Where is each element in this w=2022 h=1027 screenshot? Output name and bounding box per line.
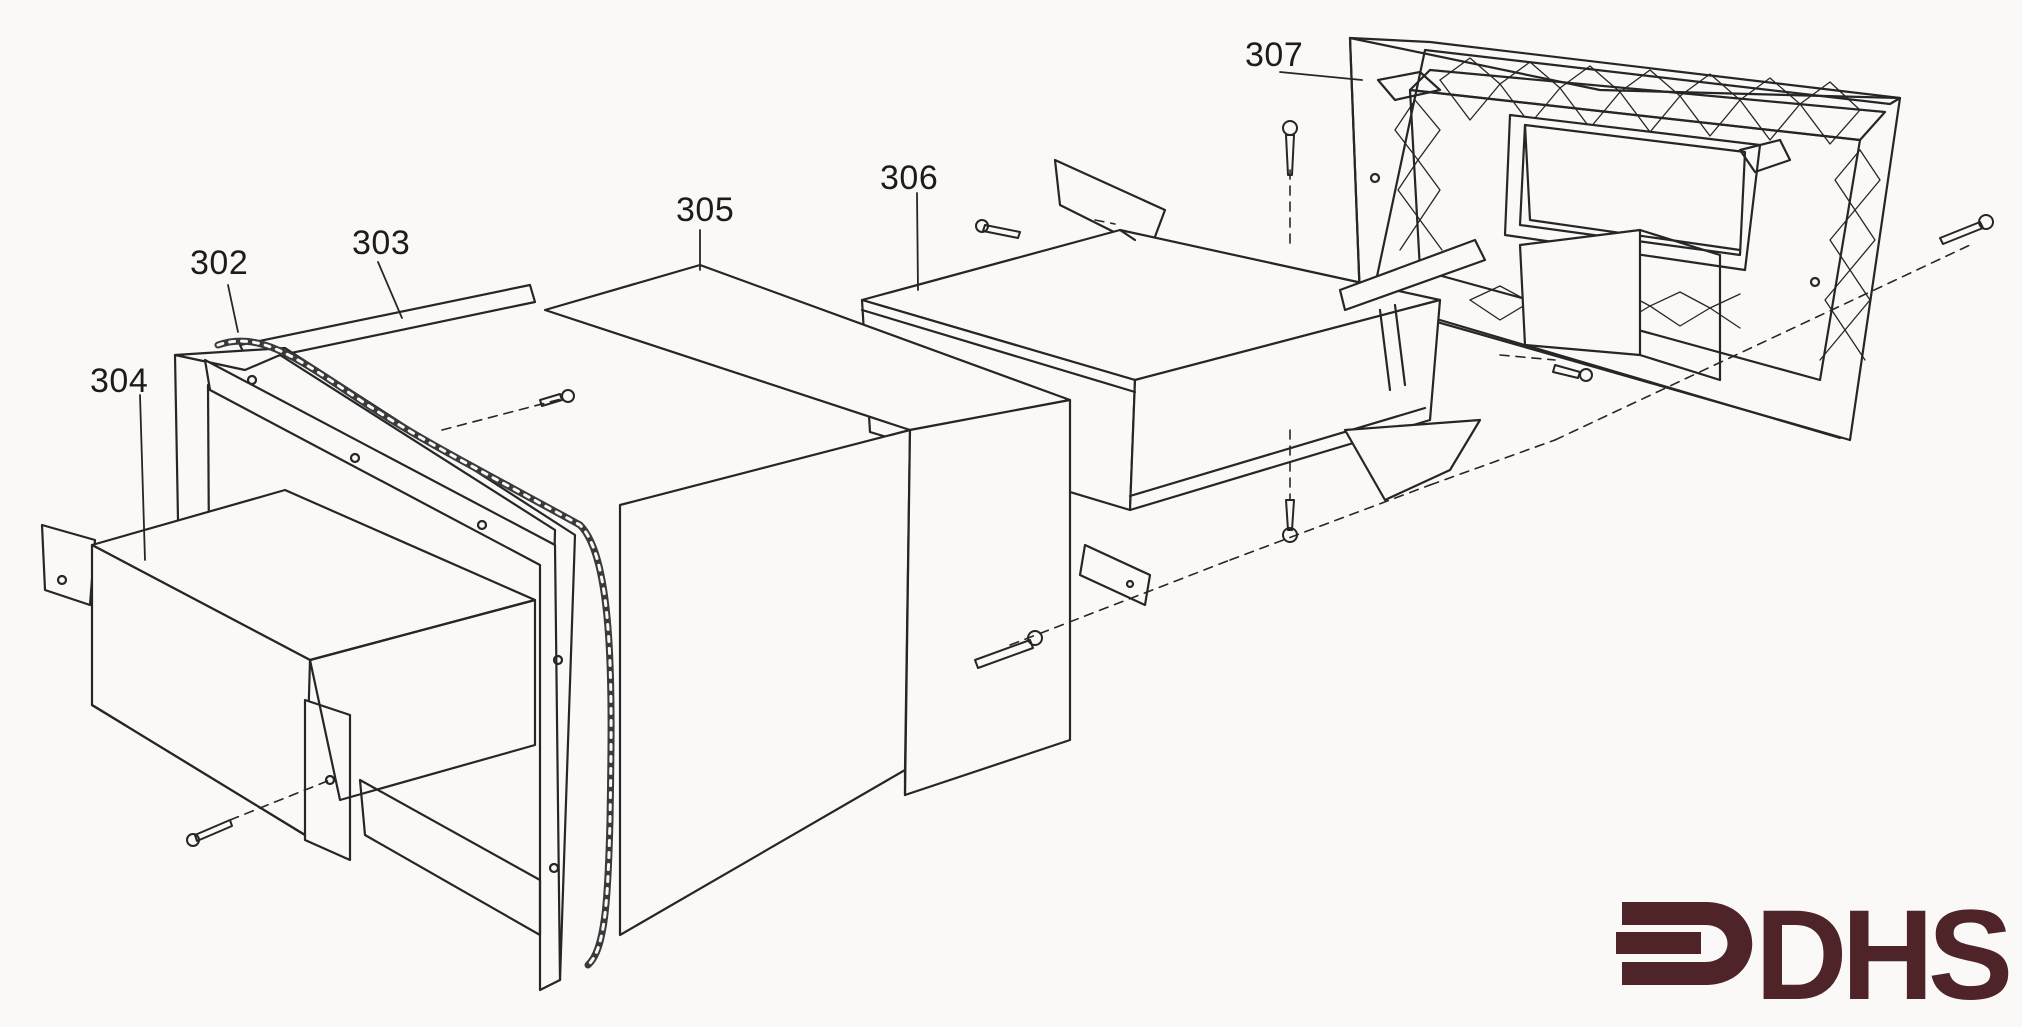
alignment-lines — [229, 169, 1971, 821]
callout-305: 305 — [676, 191, 735, 229]
fastener-screws — [186, 120, 1994, 847]
part-302-rope-gasket — [214, 337, 615, 969]
callout-307: 307 — [1245, 36, 1304, 74]
leader-lines — [139, 71, 1363, 561]
dhs-logo-mark — [1616, 902, 1753, 985]
callout-302: 302 — [190, 244, 249, 282]
callout-306: 306 — [880, 159, 939, 197]
callout-304: 304 — [90, 362, 149, 400]
callout-303: 303 — [352, 224, 411, 262]
part-305-sleeve-box — [543, 263, 1072, 937]
dhs-logo-text: DHS — [1755, 884, 2013, 1027]
part-303-flange-frame — [173, 283, 577, 992]
part-307-frame-with-lattice — [1348, 36, 1902, 442]
part-304-inner-insert — [40, 488, 537, 862]
